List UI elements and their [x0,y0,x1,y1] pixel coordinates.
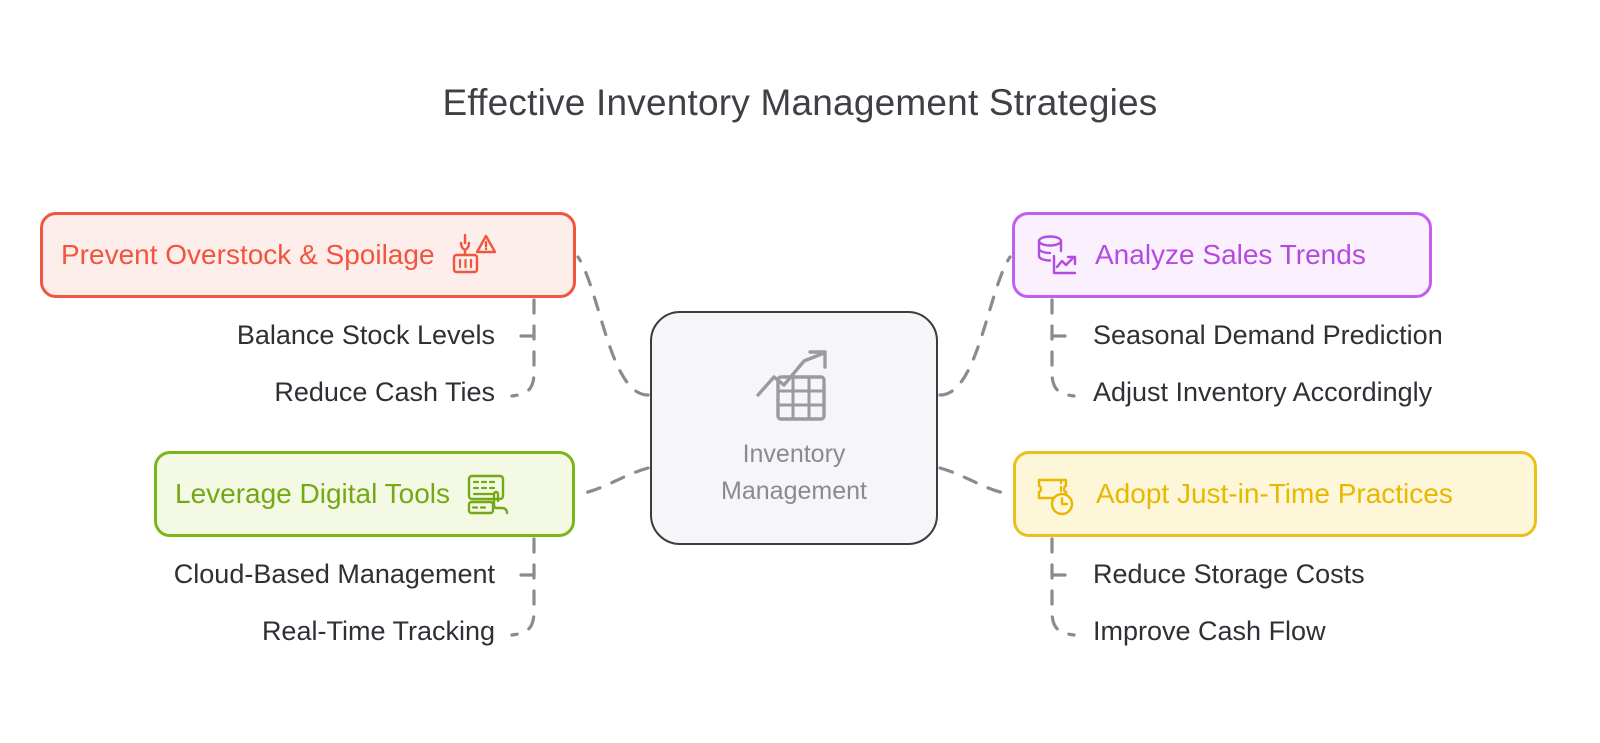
center-node-label-line2: Management [721,476,867,505]
connector-analyze-subitems [1050,298,1076,398]
connector-leverage-subitems [510,537,536,637]
subitem-balance-stock-levels: Balance Stock Levels [236,320,495,350]
page-title: Effective Inventory Management Strategie… [442,82,1158,123]
center-node-label-line1: Inventory [742,439,846,468]
branch-node-analyze-sales-trends[interactable]: Analyze Sales Trends [1012,212,1432,298]
subitem-seasonal-demand-prediction: Seasonal Demand Prediction [1093,320,1443,350]
database-trend-chart-icon [1033,231,1081,279]
subitem-adjust-inventory-accordingly: Adjust Inventory Accordingly [1093,377,1433,407]
branch-node-adopt-just-in-time-label: Adopt Just-in-Time Practices [1096,478,1453,509]
connector-center-to-prevent [576,255,650,397]
branch-node-analyze-sales-trends-label: Analyze Sales Trends [1095,239,1366,270]
shipping-container-warning-icon [449,231,497,279]
subitem-reduce-cash-ties: Reduce Cash Ties [274,377,495,407]
center-node-label: Inventory Management [721,436,867,510]
connector-adopt-subitems [1050,537,1076,637]
connector-center-to-analyze [938,255,1012,397]
subitem-real-time-tracking: Real-Time Tracking [261,616,495,646]
branch-node-prevent-overstock[interactable]: Prevent Overstock & Spoilage [40,212,576,298]
chart-grid-growth-icon [752,347,836,430]
subitem-reduce-storage-costs: Reduce Storage Costs [1093,559,1365,589]
connector-center-to-leverage [575,466,650,496]
subitem-cloud-based-management: Cloud-Based Management [173,559,495,589]
center-node[interactable]: Inventory Management [650,311,938,545]
branch-node-leverage-digital-tools-label: Leverage Digital Tools [175,478,450,509]
branch-node-adopt-just-in-time[interactable]: Adopt Just-in-Time Practices [1013,451,1537,537]
branch-node-prevent-overstock-label: Prevent Overstock & Spoilage [61,239,435,270]
subitem-improve-cash-flow: Improve Cash Flow [1093,616,1326,646]
connector-center-to-adopt [938,466,1013,496]
connector-prevent-subitems [510,298,536,398]
ticket-clock-icon [1034,470,1082,518]
keyboard-touch-icon [464,470,512,518]
branch-node-leverage-digital-tools[interactable]: Leverage Digital Tools [154,451,575,537]
